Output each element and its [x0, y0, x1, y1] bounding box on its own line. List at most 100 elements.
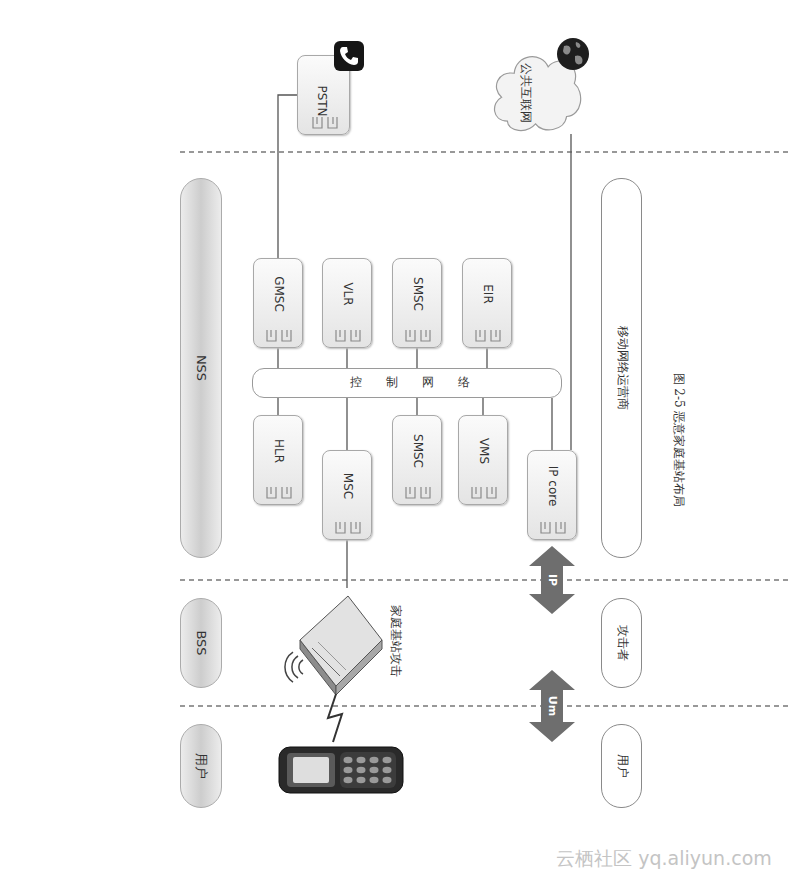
globe-icon — [563, 42, 583, 64]
signal-waves — [292, 656, 298, 678]
network-box: PSTN — [297, 55, 350, 135]
node-label: VMS — [476, 438, 489, 464]
keypad — [344, 777, 353, 783]
role-band: 用户 — [601, 724, 642, 808]
network-box: SMSC — [392, 258, 442, 348]
radio-link — [328, 694, 342, 742]
node-label: GMSC — [271, 276, 284, 312]
region-divider — [180, 151, 790, 152]
interface-label: IP — [546, 572, 558, 588]
figure-caption: 图 2-5 恶意家庭基站布局 — [671, 373, 684, 508]
keypad — [357, 767, 366, 773]
plug-icon — [310, 116, 340, 130]
connector-line — [570, 134, 571, 450]
network-box: HLR — [253, 415, 303, 505]
connector-line — [346, 398, 347, 450]
network-box: MSC — [322, 450, 372, 540]
keypad — [357, 757, 366, 763]
radio-link — [328, 694, 342, 742]
femtocell-node: 家庭基站攻击 — [296, 588, 414, 694]
network-box: VLR — [322, 258, 372, 348]
network-box: GMSC — [253, 258, 303, 348]
node-label: EIR — [480, 284, 493, 303]
layer-band: 用户 — [180, 724, 222, 808]
keypad — [370, 777, 379, 783]
node-label: 公共互联网 — [518, 63, 531, 123]
signal-waves — [299, 660, 303, 674]
keypad — [344, 767, 353, 773]
control-bus: 控制网络 — [252, 368, 562, 398]
node-label: 攻击者 — [615, 625, 628, 661]
keypad — [357, 777, 366, 783]
connector-line — [277, 398, 278, 415]
globe-icon — [555, 36, 591, 72]
keypad — [344, 757, 353, 763]
plug-icon — [264, 486, 294, 500]
region-divider — [180, 579, 790, 580]
keypad — [383, 757, 392, 763]
keypad — [383, 767, 392, 773]
plug-icon — [264, 329, 294, 343]
internet-cloud: 公共互联网 — [488, 42, 585, 134]
network-box: SMSC — [392, 415, 442, 505]
connector-line — [551, 398, 552, 450]
node-label: NSS — [194, 355, 208, 381]
node-label: 移动网络运营商 — [615, 326, 628, 410]
node-label: 用户 — [194, 753, 208, 779]
mobile-phone — [287, 753, 335, 787]
double-arrow — [529, 546, 575, 614]
node-label: IP core — [545, 466, 558, 507]
double-arrow — [529, 546, 575, 742]
keypad — [370, 757, 379, 763]
plug-icon — [333, 521, 363, 535]
connector-line — [482, 398, 483, 415]
node-label: 用户 — [615, 754, 628, 778]
plug-icon — [403, 329, 433, 343]
telephone-icon — [333, 40, 365, 72]
node-label: 控制网络 — [350, 376, 494, 389]
plug-icon — [476, 330, 500, 341]
plug-icon — [473, 329, 503, 343]
telephone-icon — [334, 41, 364, 71]
double-arrow — [529, 670, 575, 742]
signal-waves — [285, 652, 293, 682]
role-band: 移动网络运营商 — [601, 178, 642, 558]
network-box: EIR — [462, 258, 512, 348]
keypad — [370, 767, 379, 773]
connector-line — [278, 95, 297, 258]
plug-icon — [469, 486, 499, 500]
region-divider — [180, 152, 790, 706]
node-label: HLR — [271, 439, 284, 463]
telephone-icon — [340, 47, 358, 65]
node-label: SMSC — [410, 277, 423, 311]
node-label: BSS — [194, 630, 208, 655]
connector-line — [346, 348, 347, 368]
plug-icon — [406, 330, 430, 341]
plug-icon — [538, 521, 568, 535]
plug-icon — [406, 487, 430, 498]
plug-icon — [336, 330, 360, 341]
node-label: MSC — [340, 473, 353, 499]
femtocell-device — [318, 642, 346, 670]
network-box: VMS — [458, 415, 508, 505]
node-label: PSTN — [314, 86, 327, 117]
connector-line — [416, 398, 417, 415]
connector-line — [416, 348, 417, 368]
node-label: 家庭基站攻击 — [389, 605, 402, 677]
plug-icon — [313, 117, 337, 128]
region-divider — [180, 705, 790, 706]
network-box: IP core — [527, 450, 577, 540]
role-band: 攻击者 — [601, 598, 642, 688]
layer-band: BSS — [180, 598, 222, 688]
femtocell-device — [300, 596, 382, 686]
interface-label: Um — [546, 694, 558, 718]
layer-band: NSS — [180, 178, 222, 558]
mobile-phone — [293, 757, 329, 783]
plug-icon — [541, 522, 565, 533]
plug-icon — [267, 330, 291, 341]
plug-icon — [267, 487, 291, 498]
mobile-phone — [340, 752, 396, 788]
plug-icon — [403, 486, 433, 500]
femtocell-device — [312, 648, 340, 676]
